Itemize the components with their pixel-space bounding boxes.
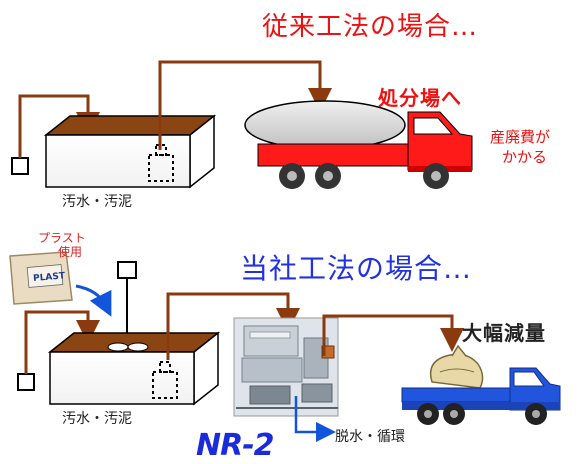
bottom-feed-pipe	[166, 292, 300, 360]
sandbag-icon	[429, 344, 484, 389]
dewater-label: 脱水・循環	[335, 429, 405, 445]
disposal-label: 処分場へ	[378, 86, 462, 110]
tank-bottom-label: 汚水・汚泥	[62, 411, 132, 427]
top-air-pipe	[18, 94, 100, 158]
bottom-sludge-tank	[47, 331, 221, 406]
plast-label-line2: 使用	[58, 245, 83, 259]
cost-label-line2: かかる	[502, 148, 548, 166]
tanker-truck-icon	[244, 100, 473, 189]
conventional-heading: 従来工法の場合…	[262, 12, 479, 42]
ours-heading: 当社工法の場合…	[240, 252, 473, 285]
bottom-air-pipe	[24, 310, 100, 374]
product-name: NR-2	[196, 428, 275, 463]
dosing-arrow	[75, 284, 112, 317]
top-blower-box	[11, 157, 29, 175]
bottom-blower-box	[17, 373, 35, 391]
return-arrow	[294, 396, 336, 442]
reduction-label: 大幅減量	[462, 321, 546, 345]
dewatering-machine-icon	[233, 317, 339, 417]
bottom-sludge-pipe	[322, 314, 464, 356]
plast-label-line1: プラスト	[38, 231, 86, 245]
cost-label-line1: 産廃費が	[490, 128, 551, 146]
pump-icon	[148, 144, 174, 182]
pump-icon	[152, 361, 178, 399]
top-sludge-tank	[43, 114, 217, 189]
top-discharge-pipe	[158, 60, 332, 150]
bag-label: PLAST	[33, 271, 67, 284]
tank-top-label: 汚水・汚泥	[62, 194, 132, 210]
dump-truck-icon	[401, 344, 561, 425]
powder-bag-icon: PLAST	[9, 251, 73, 305]
